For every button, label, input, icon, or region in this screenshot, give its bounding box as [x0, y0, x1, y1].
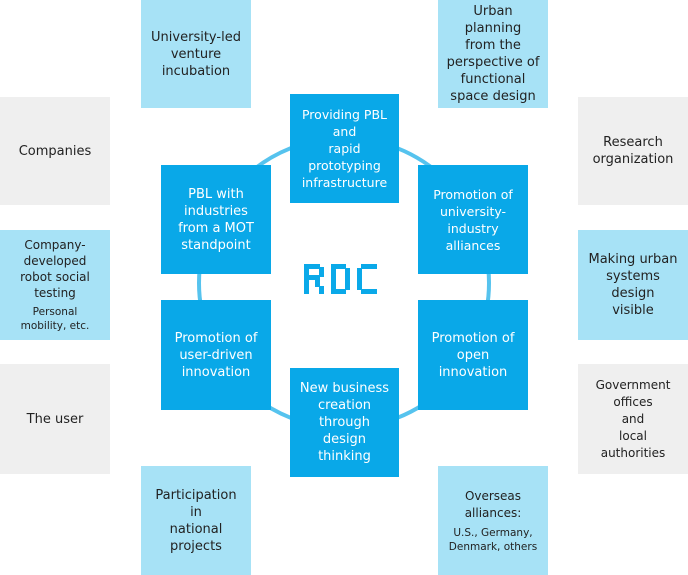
outer-research-organization-label: Research organization: [592, 135, 674, 167]
outer-venture-incubation-label: University-led venture incubation: [151, 29, 241, 79]
inner-pbl-mot-label: PBL with industries from a MOT standpoin…: [178, 186, 254, 253]
outer-overseas-alliances-sub: U.S., Germany, Denmark, others: [448, 526, 538, 553]
inner-open-innovation: Promotion of open innovation: [418, 300, 528, 410]
outer-government-offices-label: Government offices and local authorities: [595, 377, 671, 460]
outer-companies: Companies: [0, 97, 110, 205]
outer-overseas-alliances-title: Overseas alliances:: [464, 488, 522, 520]
inner-pbl-prototyping-label: Providing PBL and rapid prototyping infr…: [301, 107, 388, 190]
outer-urban-systems-design-label: Making urban systems design visible: [588, 252, 678, 318]
outer-robot-social-testing-sub: Personal mobility, etc.: [20, 306, 90, 332]
inner-university-industry-alliances: Promotion of university-industry allianc…: [418, 165, 528, 274]
outer-robot-social-testing-title: Company-developed robot social testing: [20, 238, 90, 300]
inner-design-thinking: New business creation through design thi…: [290, 368, 399, 477]
inner-user-driven-innovation: Promotion of user-driven innovation: [161, 300, 271, 410]
outer-urban-planning-label: Urban planning from the perspective of f…: [446, 4, 540, 104]
outer-national-projects: Participation in national projects: [141, 466, 251, 575]
outer-urban-planning: Urban planning from the perspective of f…: [438, 0, 548, 108]
outer-robot-social-testing: Company-developed robot social testing P…: [0, 230, 110, 340]
outer-national-projects-label: Participation in national projects: [155, 487, 237, 554]
outer-urban-systems-design: Making urban systems design visible: [578, 230, 688, 340]
outer-venture-incubation: University-led venture incubation: [141, 0, 251, 108]
inner-user-driven-innovation-label: Promotion of user-driven innovation: [174, 330, 258, 380]
outer-research-organization: Research organization: [578, 97, 688, 205]
inner-open-innovation-label: Promotion of open innovation: [431, 330, 515, 380]
outer-overseas-alliances: Overseas alliances: U.S., Germany, Denma…: [438, 466, 548, 575]
outer-the-user-label: The user: [26, 411, 84, 427]
inner-university-industry-alliances-label: Promotion of university-industry allianc…: [433, 186, 513, 253]
outer-the-user: The user: [0, 364, 110, 474]
outer-government-offices: Government offices and local authorities: [578, 364, 688, 474]
inner-pbl-mot: PBL with industries from a MOT standpoin…: [161, 165, 271, 274]
outer-companies-label: Companies: [18, 143, 92, 159]
inner-pbl-prototyping: Providing PBL and rapid prototyping infr…: [290, 94, 399, 203]
rdc-logo: [304, 264, 377, 294]
inner-design-thinking-label: New business creation through design thi…: [299, 381, 390, 464]
